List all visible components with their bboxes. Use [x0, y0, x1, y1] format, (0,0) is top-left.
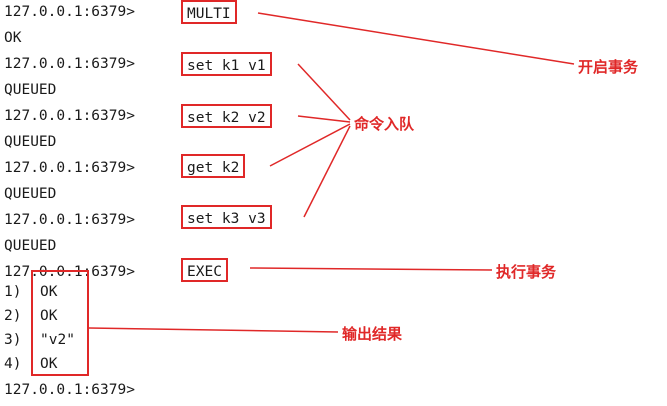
command-multi: MULTI	[181, 0, 237, 24]
command-set-k1: set k1 v1	[181, 52, 272, 76]
result-index-2: 2)	[4, 308, 22, 324]
connector-execute	[249, 267, 493, 271]
result-index-3: 3)	[4, 332, 22, 348]
response-ok: OK	[4, 30, 22, 46]
result-value-3: "v2"	[40, 332, 75, 348]
response-queued-4: QUEUED	[4, 238, 57, 254]
command-get-k2: get k2	[181, 154, 246, 178]
connector-set-k1	[297, 63, 351, 121]
command-exec: EXEC	[181, 258, 228, 282]
label-start-transaction: 开启事务	[578, 58, 639, 76]
connector-set-k3	[303, 125, 351, 218]
result-value-2: OK	[40, 308, 58, 324]
prompt-line-3: 127.0.0.1:6379>	[4, 108, 135, 124]
result-index-1: 1)	[4, 284, 22, 300]
final-prompt: 127.0.0.1:6379>	[4, 382, 135, 398]
label-commands-queued: 命令入队	[354, 115, 415, 133]
prompt-line-1: 127.0.0.1:6379>	[4, 4, 135, 20]
prompt-line-5: 127.0.0.1:6379>	[4, 212, 135, 228]
connector-set-k2	[297, 115, 351, 123]
result-value-4: OK	[40, 356, 58, 372]
prompt-line-6: 127.0.0.1:6379>	[4, 264, 135, 280]
response-queued-3: QUEUED	[4, 186, 57, 202]
label-execute-transaction: 执行事务	[496, 263, 557, 281]
connector-get-k2	[269, 123, 351, 167]
result-value-1: OK	[40, 284, 58, 300]
command-set-k3: set k3 v3	[181, 205, 272, 229]
result-highlight-box	[31, 270, 89, 376]
connector-output	[88, 327, 339, 333]
prompt-line-4: 127.0.0.1:6379>	[4, 160, 135, 176]
command-set-k2: set k2 v2	[181, 104, 272, 128]
prompt-line-2: 127.0.0.1:6379>	[4, 56, 135, 72]
response-queued-2: QUEUED	[4, 134, 57, 150]
label-output-result: 输出结果	[342, 325, 403, 343]
response-queued-1: QUEUED	[4, 82, 57, 98]
result-index-4: 4)	[4, 356, 22, 372]
connector-start-transaction	[257, 12, 575, 65]
